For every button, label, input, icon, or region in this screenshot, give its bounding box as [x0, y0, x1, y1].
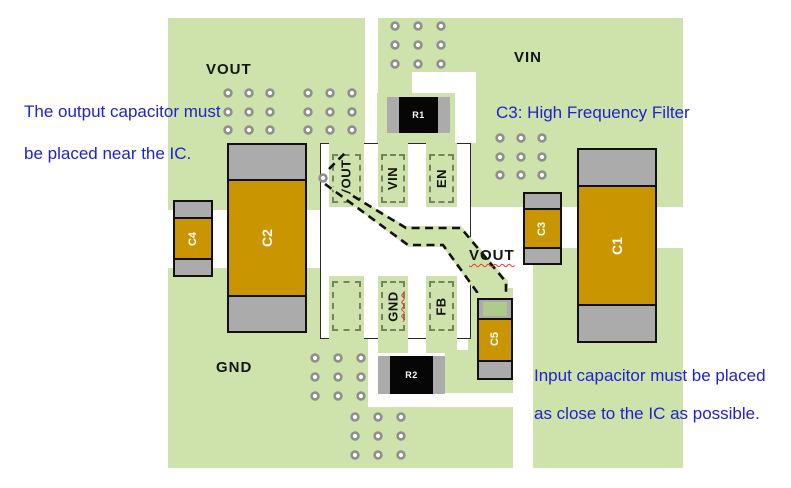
ic-pad-gnd-label: GND [385, 290, 401, 322]
copper-island-fb-column [426, 339, 457, 353]
net-label-vout-mid: VOUT [469, 247, 515, 264]
capacitor-c1-label: C1 [609, 236, 625, 255]
net-label-vin: VIN [514, 49, 543, 66]
net-label-gnd: GND [216, 359, 253, 376]
ic-pad-vout-label: VOUT [339, 159, 354, 198]
annotation-c3-note: C3: High Frequency Filter [496, 103, 690, 122]
capacitor-c2: C2 [227, 143, 307, 333]
ic-pad-vin-label: VIN [385, 166, 401, 191]
capacitor-c4-label: C4 [187, 231, 199, 246]
resistor-r2-label: R2 [405, 370, 418, 380]
trace-clearance-bottom-gap [513, 407, 533, 468]
annotation-input-cap-line1: Input capacitor must be placed [534, 366, 766, 385]
net-label-vout-top: VOUT [206, 61, 252, 78]
capacitor-c3: C3 [523, 192, 562, 265]
capacitor-c5: C5 [477, 298, 513, 380]
annotation-output-cap-line1: The output capacitor must [24, 102, 221, 121]
resistor-r2: R2 [378, 356, 445, 394]
trace-clearance-top-strip [365, 18, 378, 143]
c5-route-landing [483, 302, 507, 316]
ic-pad-blank [332, 281, 361, 331]
annotation-output-cap-line2: be placed near the IC. [24, 144, 192, 163]
ic-pad-fb-label: FB [434, 296, 449, 316]
ic-pad-en: EN [429, 154, 454, 203]
resistor-r1-label: R1 [412, 110, 425, 120]
capacitor-c4: C4 [173, 200, 213, 277]
capacitor-c5-label: C5 [489, 331, 501, 347]
capacitor-c2-label: C2 [259, 229, 275, 247]
copper-island-gnd-column [378, 339, 408, 353]
ic-pad-en-label: EN [434, 168, 449, 189]
ic-pad-gnd: GND [381, 281, 405, 331]
ic-pad-vout: VOUT [332, 154, 361, 203]
capacitor-c3-label: C3 [536, 221, 549, 236]
ic-pad-fb: FB [429, 281, 454, 331]
ic-pad-vin: VIN [381, 154, 405, 203]
annotation-input-cap-line2: as close to the IC as possible. [534, 404, 760, 423]
resistor-r1: R1 [387, 97, 450, 133]
capacitor-c1: C1 [577, 148, 657, 343]
